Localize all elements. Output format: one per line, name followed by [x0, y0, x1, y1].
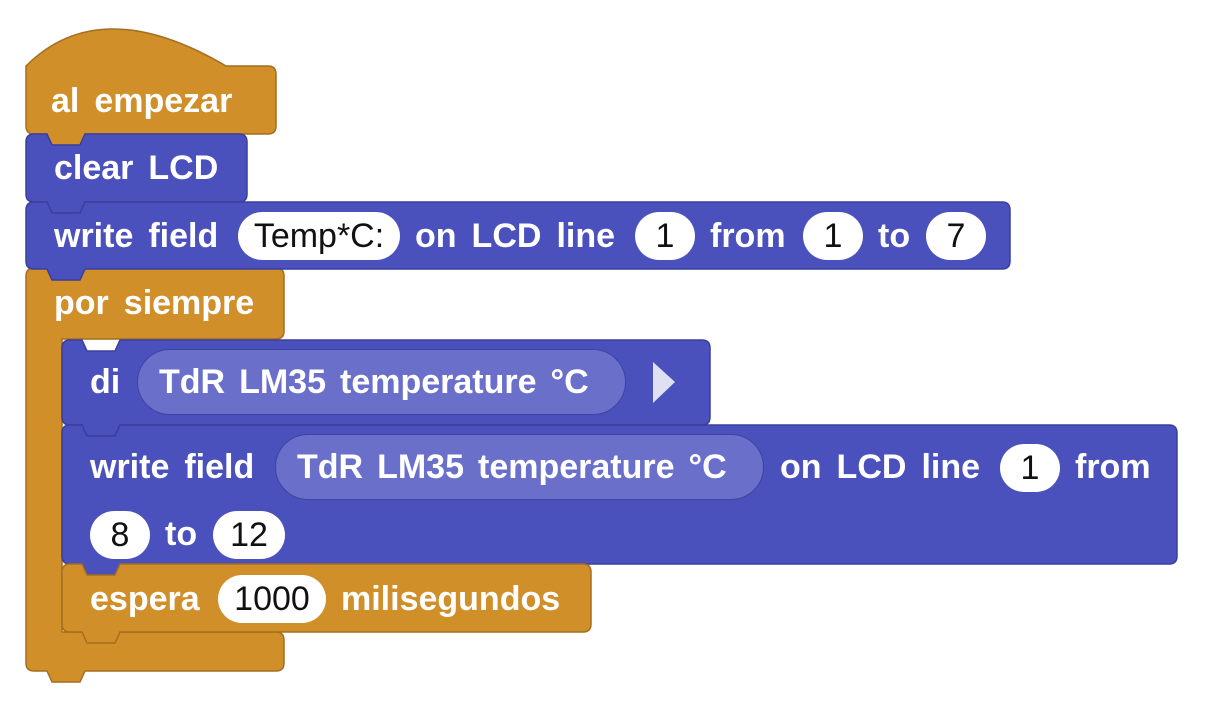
clear-lcd-label: clear LCD	[54, 148, 218, 188]
to-label: to	[165, 515, 198, 553]
on-word: on	[780, 448, 822, 486]
text-field-input[interactable]: Temp*C:	[238, 212, 400, 260]
reporter-word: LM35	[239, 363, 327, 401]
write-field-1-lcd-label: on LCD line	[415, 216, 615, 256]
clear-lcd-word-lcd: LCD	[148, 149, 219, 187]
from-label: from	[710, 217, 786, 255]
from-label: from	[1075, 448, 1151, 486]
to-label: to	[878, 217, 911, 255]
on-word: on	[415, 217, 457, 255]
reporter-word: °C	[688, 448, 727, 486]
wait-ms-input[interactable]: 1000	[218, 575, 326, 623]
forever-word-por: por	[54, 284, 109, 322]
field-word: field	[148, 217, 219, 255]
reporter-word: TdR	[297, 448, 364, 486]
line-word: line	[921, 448, 981, 486]
reporter-word: LM35	[377, 448, 465, 486]
triangle-right-icon[interactable]	[653, 362, 675, 403]
line-word: line	[556, 217, 616, 255]
on-start-label: al empezar	[51, 81, 232, 121]
write-field-1-prefix: write field	[54, 216, 218, 256]
write-word: write	[90, 448, 170, 486]
from-number-input[interactable]: 1	[803, 212, 863, 260]
field-word: field	[184, 448, 255, 486]
forever-block[interactable]	[25, 267, 285, 683]
line-number-input[interactable]: 1	[635, 212, 695, 260]
temperature-reporter[interactable]: TdR LM35 temperature °C	[137, 349, 626, 415]
line-number-input[interactable]: 1	[1000, 444, 1060, 492]
to-number-input[interactable]: 12	[213, 511, 285, 559]
from-number-input[interactable]: 8	[90, 511, 150, 559]
on-start-word-al: al	[51, 82, 80, 120]
wait-block[interactable]	[61, 563, 592, 644]
lcd-word: LCD	[471, 217, 542, 255]
forever-label: por siempre	[54, 283, 254, 323]
reporter-word: TdR	[159, 363, 226, 401]
lcd-word: LCD	[836, 448, 907, 486]
to-number-input[interactable]: 7	[926, 212, 986, 260]
clear-lcd-word-clear: clear	[54, 149, 134, 187]
temperature-reporter[interactable]: TdR LM35 temperature °C	[275, 434, 764, 500]
wait-label: espera	[90, 580, 200, 618]
reporter-word: temperature	[340, 363, 537, 401]
write-field-2-prefix: write field	[90, 447, 254, 487]
say-label: di	[90, 363, 121, 401]
reporter-word: temperature	[478, 448, 675, 486]
wait-unit-label: milisegundos	[341, 580, 561, 618]
write-word: write	[54, 217, 134, 255]
reporter-word: °C	[550, 363, 589, 401]
forever-word-siempre: siempre	[123, 284, 255, 322]
write-field-2-lcd-label: on LCD line	[780, 447, 980, 487]
on-start-word-empezar: empezar	[94, 82, 233, 120]
